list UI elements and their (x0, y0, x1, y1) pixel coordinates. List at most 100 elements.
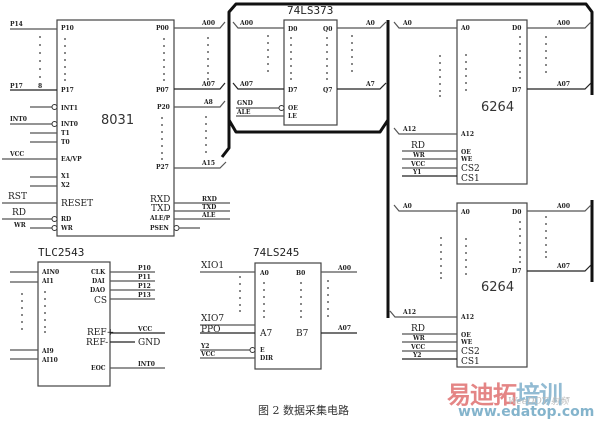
net-ram2-y2: Y2 (412, 352, 421, 359)
pin-clk: CLK (91, 269, 106, 276)
net-p17-tag: 8 (38, 83, 42, 90)
inverter-bubble (51, 216, 58, 222)
pin-ai10: AI10 (41, 357, 58, 364)
wire-ram2-a12 (389, 310, 457, 318)
wire-ram1-d0 (527, 21, 592, 29)
pin-d0: D0 (512, 209, 521, 216)
pin-ref-plus: REF+ (87, 328, 114, 338)
pin-cs2: CS2 (461, 164, 480, 174)
chip-6264-2-label: 6264 (481, 280, 514, 295)
pin-cs1: CS1 (461, 174, 480, 184)
chip-tlc2543-body (37, 261, 111, 387)
chip-tlc2543-label: TLC2543 (38, 246, 84, 259)
wire-a8 (174, 100, 226, 108)
chip-8031-label: 8031 (101, 113, 134, 128)
chip-74ls245-body (254, 262, 322, 370)
net-ram2-rd: RD (411, 324, 425, 334)
pin-p10: P10 (61, 25, 74, 32)
chip-74ls245-label: 74LS245 (253, 246, 299, 259)
pin-we: WE (460, 339, 473, 346)
pin-oe: OE (288, 105, 298, 112)
pin-reset: RESET (61, 199, 93, 209)
wire-ram1-a0 (393, 21, 457, 29)
net-p17: P17 (10, 83, 23, 90)
net-ram2-vcc: VCC (410, 344, 425, 351)
net-ram1-wr: WR (412, 152, 426, 159)
pin-p07: P07 (156, 87, 169, 94)
net-y2: Y2 (200, 343, 209, 350)
chip-8031: 8031 P10 P17 INT1 INT0 T1 T0 EA/VP X1 X2… (2, 19, 230, 237)
wire-latch-d0 (232, 21, 284, 29)
net-gnd: GND (138, 338, 160, 348)
chip-6264-1-label: 6264 (481, 100, 514, 115)
pin-int1: INT1 (61, 105, 78, 112)
pin-txd: TXD (151, 204, 171, 214)
inverter-bubble (173, 225, 180, 231)
ellipsis-dots (440, 216, 547, 279)
pin-q7: Q7 (323, 87, 332, 94)
ellipsis-dots (239, 276, 329, 318)
chip-6264-1-body (456, 19, 528, 185)
net-p10: P10 (138, 265, 151, 272)
net-ram2-a07: A07 (556, 263, 570, 270)
pin-int0: INT0 (61, 121, 78, 128)
watermark-brand-red: 易迪拓 (447, 381, 517, 409)
net-txd: TXD (202, 204, 216, 211)
net-ram1-rd: RD (411, 141, 425, 151)
pin-d0: D0 (512, 25, 521, 32)
pin-rxd: RXD (150, 195, 170, 205)
wire-latch-d7 (232, 82, 284, 90)
pin-ref-minus: REF- (86, 338, 108, 348)
watermark-subtext: WeeDOT 射频 (508, 397, 569, 407)
net-ram1-a07: A07 (556, 81, 570, 88)
pin-ai9: AI9 (41, 348, 54, 355)
net-a8: A8 (203, 99, 213, 106)
pin-a0: A0 (460, 25, 470, 32)
ellipsis-dots (39, 36, 209, 160)
pin-p17: P17 (61, 87, 74, 94)
ellipsis-dots (21, 291, 46, 333)
pin-t1: T1 (61, 130, 70, 137)
net-a15: A15 (201, 160, 215, 167)
chip-74ls373-body (283, 19, 338, 126)
pin-d0: D0 (288, 26, 297, 33)
figure-caption: 图 2 数据采集电路 (258, 404, 349, 417)
net-ram1-a00: A00 (556, 20, 570, 27)
pin-rd: RD (61, 216, 71, 223)
pin-d7: D7 (512, 268, 521, 275)
net-rd: RD (12, 208, 26, 218)
net-ram2-a0: A0 (402, 203, 412, 210)
pin-a0: A0 (259, 270, 269, 277)
net-ale: ALE (201, 212, 216, 219)
net-ram1-a0: A0 (402, 20, 412, 27)
pin-x1: X1 (61, 173, 70, 180)
wire-ram2-d7 (527, 264, 592, 272)
net-xio7: XIO7 (201, 314, 224, 324)
net-ram2-wr: WR (412, 335, 426, 342)
net-latch-a7: A7 (365, 81, 375, 88)
chip-74ls373-label: 74LS373 (287, 4, 333, 17)
chip-6264-2-body (456, 202, 528, 368)
pin-psen: PSEN (150, 225, 169, 232)
net-p11: P11 (138, 274, 151, 281)
bus-mid-vertical (220, 100, 231, 158)
net-ram1-a12: A12 (402, 126, 416, 133)
pin-d7: D7 (288, 87, 297, 94)
net-a07: A07 (201, 81, 215, 88)
watermark-brand-blue: 培训 (516, 381, 563, 409)
chip-6264-1: 6264 A0 A12 OE WE CS2 CS1 D0 D7 A0 A12 R… (393, 19, 592, 185)
net-vcc: VCC (200, 351, 215, 358)
pin-a7: A7 (259, 329, 272, 339)
pin-t0: T0 (61, 139, 70, 146)
pin-a0: A0 (460, 209, 470, 216)
bus-lines (220, 2, 594, 318)
wire-latch-q7 (337, 82, 387, 90)
pin-ai1: AI1 (41, 278, 54, 285)
net-a00: A00 (201, 20, 215, 27)
pin-p00: P00 (156, 25, 169, 32)
pin-le: LE (288, 113, 297, 120)
net-ppo: PPO (201, 325, 221, 335)
pin-e: E (260, 347, 265, 354)
ellipsis-dots (267, 35, 353, 80)
